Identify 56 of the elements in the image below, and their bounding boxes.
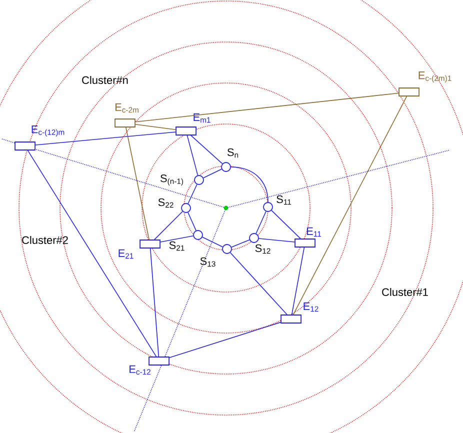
node-label: S$_{12}$ (255, 244, 270, 254)
node-box (14, 142, 36, 150)
connector-line (291, 247, 305, 315)
node-label: S$_{13}$ (200, 257, 216, 267)
connector-line (190, 135, 223, 164)
connector-line (202, 236, 223, 248)
connector-line (186, 135, 198, 176)
cluster-label: Cluster#1 (382, 288, 428, 296)
node-box (398, 88, 420, 96)
cluster-label: Cluster#n (82, 76, 128, 84)
node-box (280, 314, 302, 324)
connector-line (188, 184, 198, 204)
node-label: E$_{c-(2m)1}$ (418, 72, 452, 82)
connector-line (258, 238, 295, 242)
node-circle (263, 202, 273, 212)
node-box (294, 238, 316, 248)
node-box (140, 240, 160, 248)
connector-line (150, 248, 160, 357)
node-circle (193, 230, 203, 240)
node-box (148, 356, 170, 366)
node-circle (194, 175, 204, 185)
connector-line (35, 132, 176, 146)
cluster-label: Cluster#2 (22, 236, 68, 244)
node-label: S$_{(n-1)}$ (160, 174, 184, 186)
node-label: E$_{c-12}$ (130, 365, 150, 375)
node-box (114, 118, 136, 128)
node-label: S$_{21}$ (169, 241, 184, 251)
connector-line (135, 124, 176, 130)
connector-line (169, 322, 281, 358)
connector-line (230, 166, 268, 202)
node-label: E$_{c-2m}$ (115, 103, 138, 113)
node-label: E$_{21}$ (118, 249, 134, 259)
connector-line (160, 236, 194, 242)
connector-line (27, 150, 157, 357)
connector-line (231, 239, 250, 248)
connector-line (230, 252, 288, 315)
connector-line (135, 92, 399, 122)
connector-line (203, 168, 222, 178)
node-label: S$_{11}$ (276, 195, 292, 205)
node-label: E$_{12}$ (304, 302, 318, 312)
connector-line (292, 96, 408, 315)
node-box (176, 126, 196, 136)
connector-line (188, 212, 196, 231)
node-circle (221, 162, 231, 172)
node-circle (222, 244, 232, 254)
connector-line (126, 127, 150, 240)
connector-line (256, 211, 266, 234)
node-circle (249, 233, 259, 243)
connector-line (271, 210, 301, 239)
node-label: E$_{11}$ (307, 227, 322, 237)
node-circle (181, 203, 191, 213)
node-label: E$_{m1}$ (194, 113, 210, 123)
node-label: S$_{n}$ (227, 148, 238, 158)
node-label: S$_{22}$ (158, 198, 174, 208)
connector-line (154, 211, 183, 240)
node-label: E$_{c-(12)m}$ (32, 126, 64, 136)
